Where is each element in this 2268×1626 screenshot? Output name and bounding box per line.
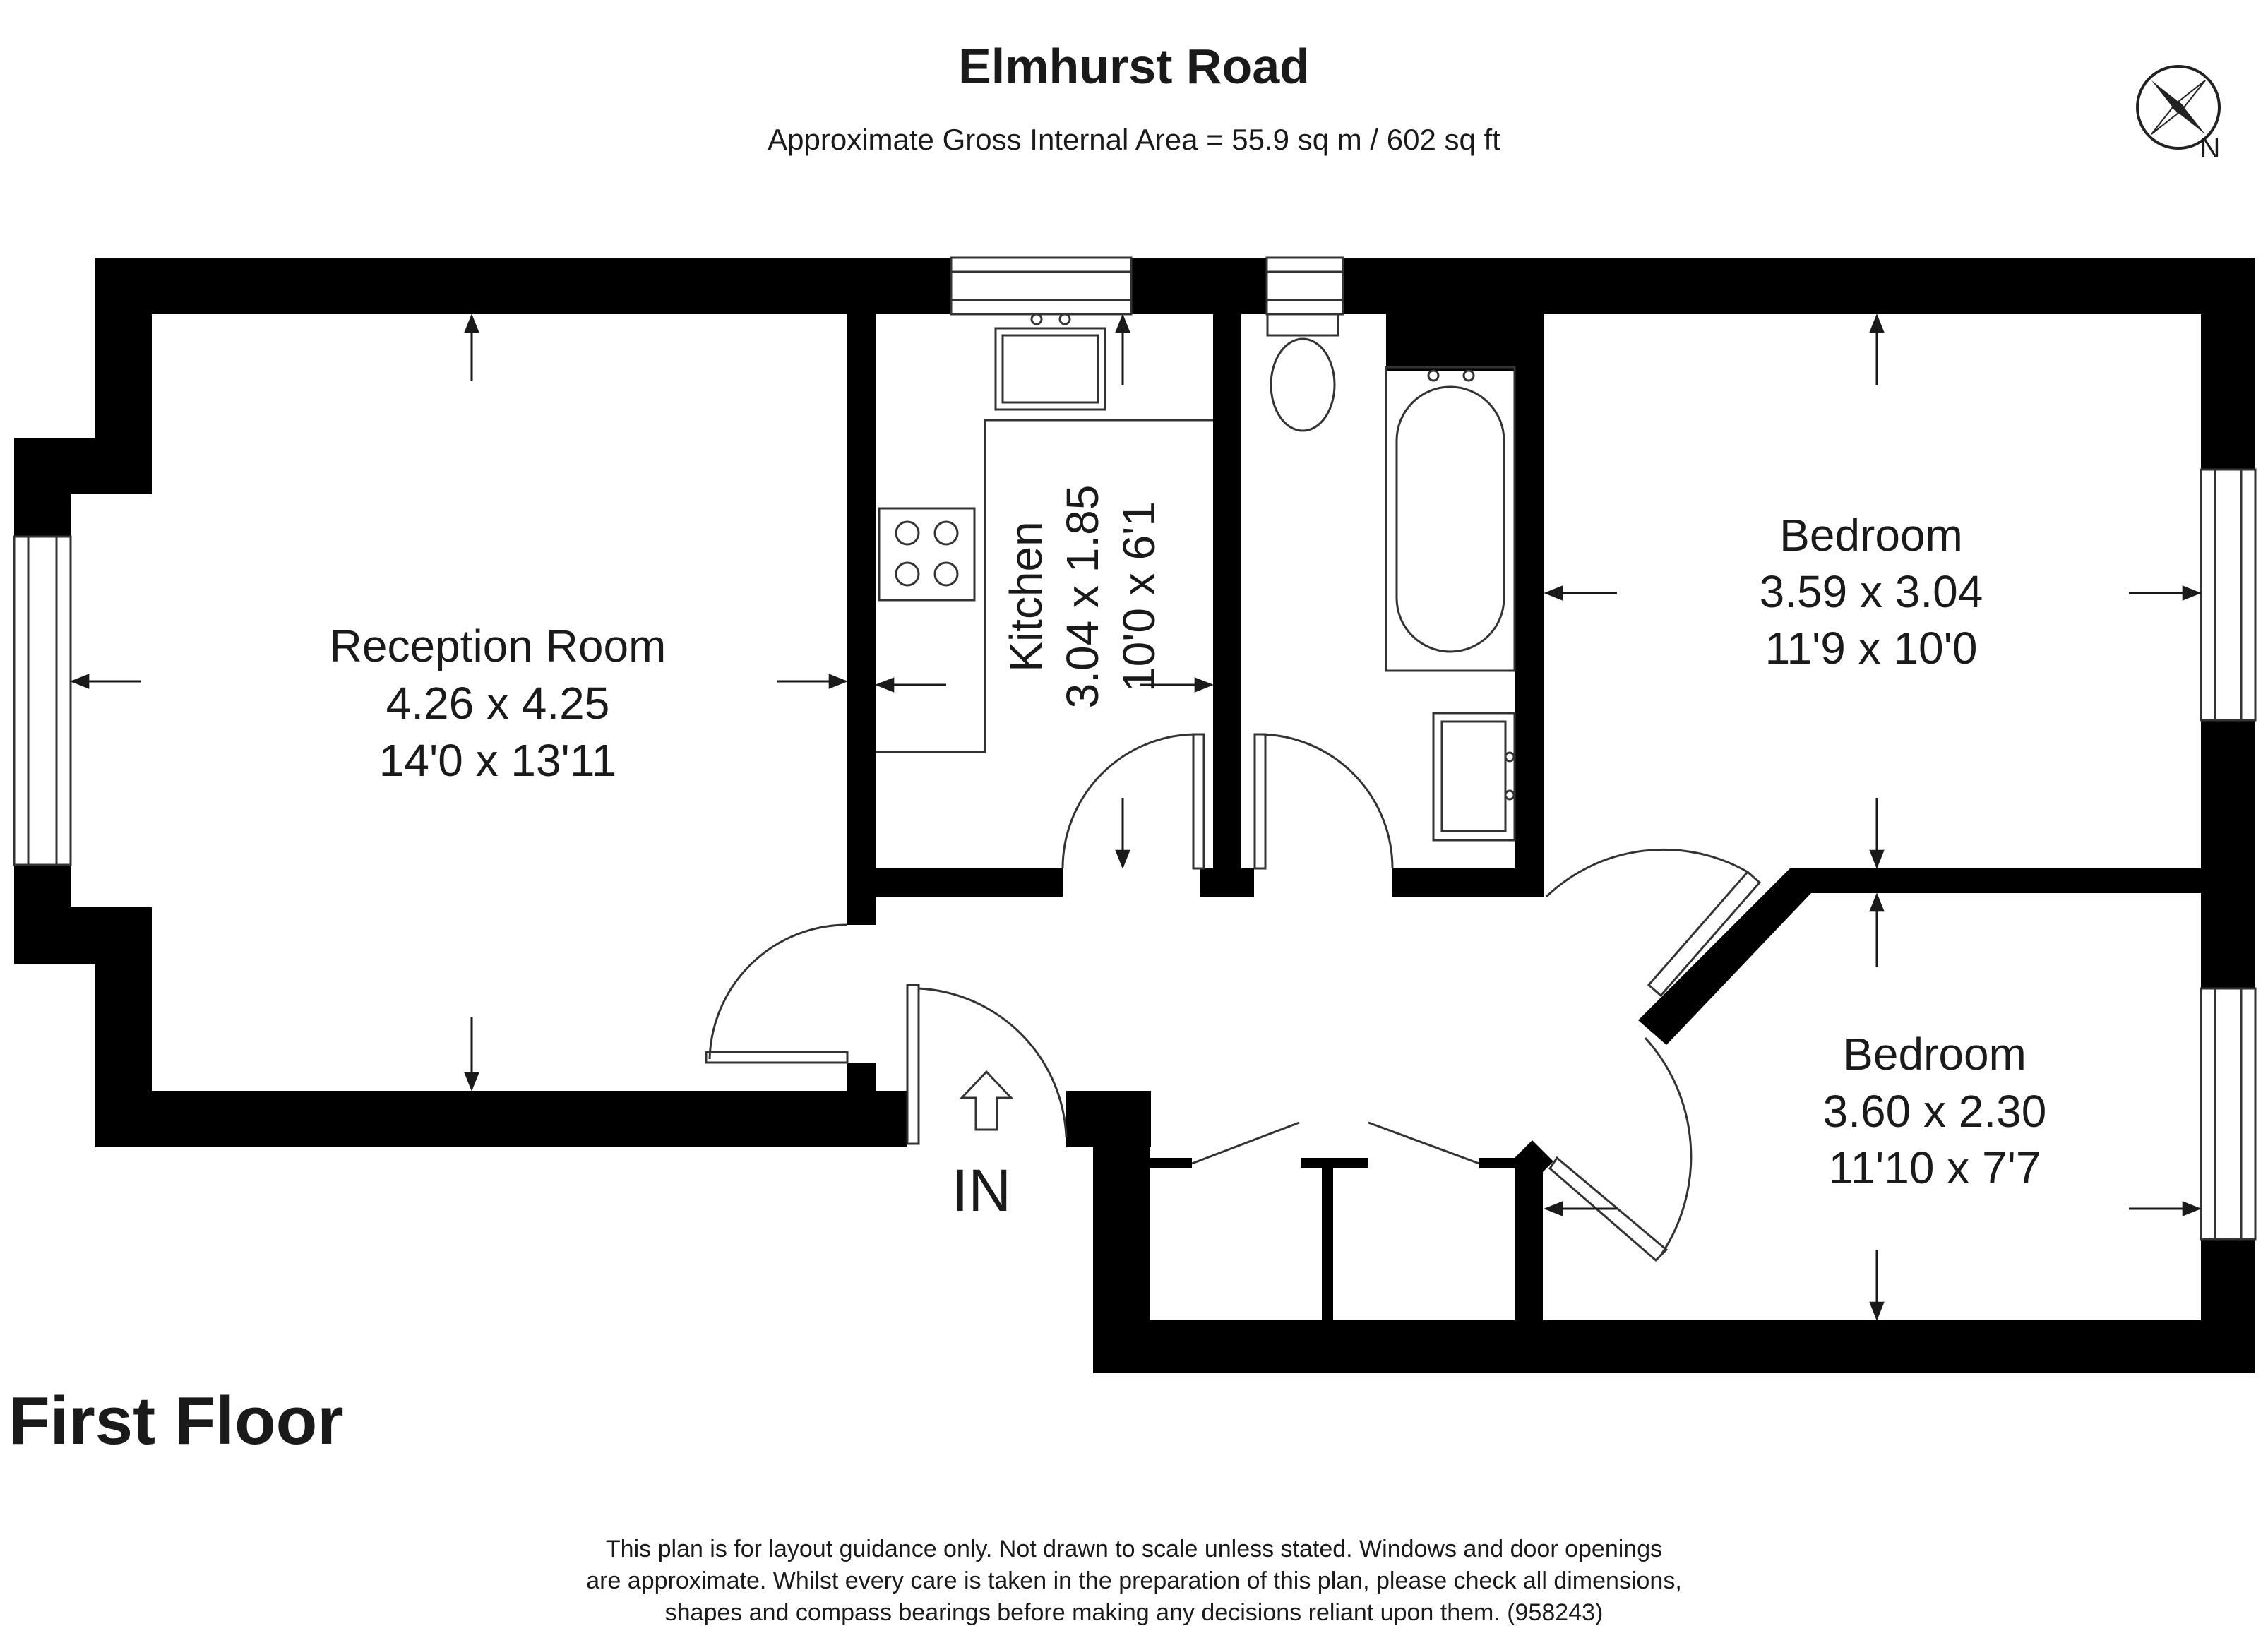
room-label-bedroom-2: Bedroom 3.60 x 2.30 11'10 x 7'7 (1823, 1029, 2047, 1193)
room-size-imperial: 10'0 x 6'1 (1114, 501, 1164, 692)
room-label-kitchen: Kitchen 3.04 x 1.85 10'0 x 6'1 (1001, 485, 1164, 709)
room-name: Reception Room (330, 621, 667, 671)
exterior-walls (14, 258, 2255, 1373)
interior-walls (847, 314, 2255, 1320)
plan-title: Elmhurst Road (958, 39, 1310, 94)
room-name: Bedroom (1843, 1029, 2027, 1080)
room-size-metric: 4.26 x 4.25 (386, 678, 610, 729)
room-label-reception: Reception Room 4.26 x 4.25 14'0 x 13'11 (330, 621, 667, 786)
disclaimer-line: shapes and compass bearings before makin… (665, 1599, 1604, 1626)
compass-north-label: N (2200, 133, 2221, 164)
toilet-icon (1266, 313, 1339, 432)
dimension-arrows (70, 313, 2202, 1321)
room-name: Bedroom (1779, 510, 1963, 561)
room-label-bedroom-1: Bedroom 3.59 x 3.04 11'9 x 10'0 (1760, 510, 1983, 674)
floor-label: First Floor (8, 1383, 344, 1459)
hob-icon (878, 507, 976, 602)
room-size-imperial: 14'0 x 13'11 (379, 735, 616, 786)
compass-rose-icon (2136, 65, 2221, 150)
disclaimer-line: This plan is for layout guidance only. N… (606, 1536, 1662, 1562)
disclaimer-line: are approximate. Whilst every care is ta… (586, 1567, 1682, 1594)
doors (705, 733, 1762, 1262)
kitchen-sink-icon (994, 327, 1106, 411)
kitchen-fixtures (876, 313, 1213, 753)
bathroom-fixtures (1266, 313, 1516, 842)
entrance-label: IN (952, 1157, 1011, 1224)
room-name: Kitchen (1001, 521, 1051, 671)
bathtub-icon (1385, 366, 1516, 672)
area-subtitle: Approximate Gross Internal Area = 55.9 s… (768, 123, 1500, 156)
room-size-imperial: 11'9 x 10'0 (1765, 623, 1978, 674)
windows (13, 256, 2257, 1241)
room-size-imperial: 11'10 x 7'7 (1829, 1142, 2041, 1193)
room-size-metric: 3.60 x 2.30 (1823, 1086, 2047, 1137)
basin-icon (1432, 712, 1516, 842)
entrance-arrow-icon (959, 1070, 1014, 1131)
room-size-metric: 3.04 x 1.85 (1057, 485, 1108, 709)
room-size-metric: 3.59 x 3.04 (1760, 566, 1983, 617)
disclaimer: This plan is for layout guidance only. N… (586, 1536, 1682, 1626)
